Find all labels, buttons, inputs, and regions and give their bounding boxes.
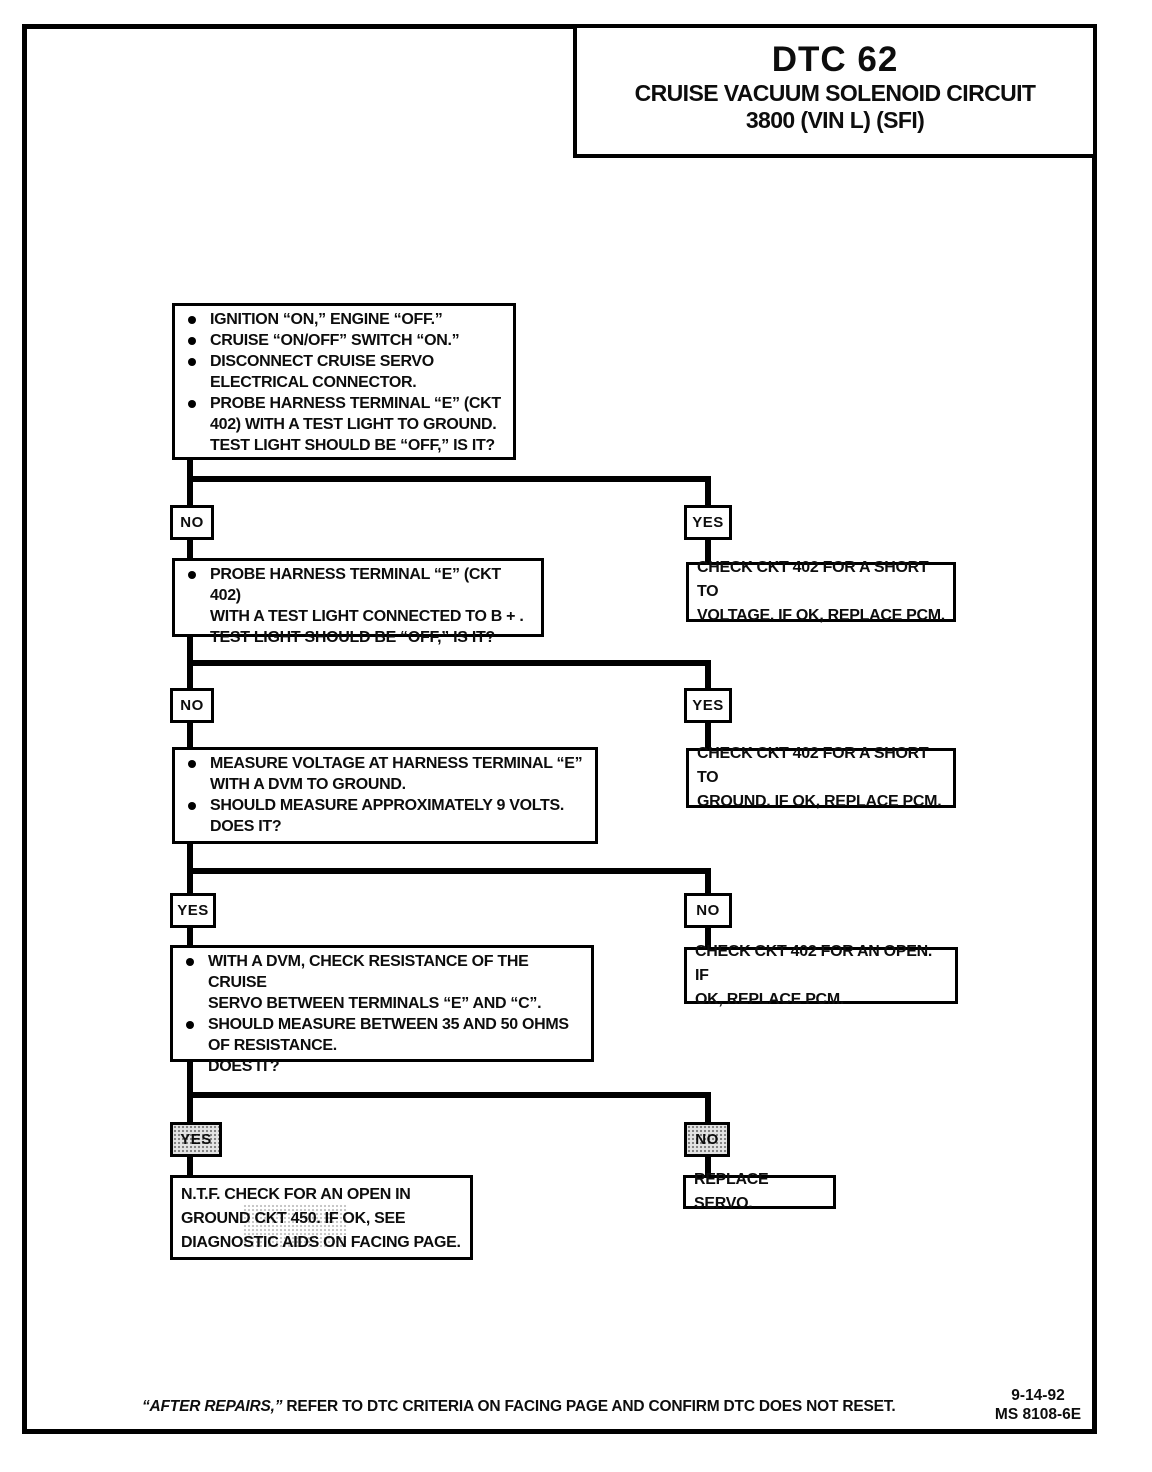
branch3-no-label: NO xyxy=(684,893,732,928)
connector-line xyxy=(187,1098,193,1122)
connector-line xyxy=(187,1092,711,1098)
dtc-code: DTC 62 xyxy=(771,40,899,79)
page-border xyxy=(22,24,1097,1434)
footer-note-rest: REFER TO DTC CRITERIA ON FACING PAGE AND… xyxy=(282,1398,896,1415)
connector-line xyxy=(705,928,711,947)
step-text: SHOULD MEASURE BETWEEN 35 AND 50 OHMS OF… xyxy=(208,1016,569,1075)
footer-code-block: 9-14-92 MS 8108-6E xyxy=(982,1386,1094,1424)
bullet-icon xyxy=(188,571,196,579)
result-text: CHECK CKT 402 FOR A SHORT TO VOLTAGE. IF… xyxy=(697,559,945,624)
bullet-icon xyxy=(188,316,196,324)
connector-line xyxy=(187,868,711,874)
step-text: DISCONNECT CRUISE SERVO ELECTRICAL CONNE… xyxy=(210,353,434,391)
branch4-no-label: NO xyxy=(684,1122,730,1157)
connector-line xyxy=(187,635,193,662)
test-light-bplus-box: PROBE HARNESS TERMINAL “E” (CKT 402) WIT… xyxy=(172,558,544,646)
branch3-yes-label: YES xyxy=(170,893,216,928)
short-to-ground-box: CHECK CKT 402 FOR A SHORT TO GROUND. IF … xyxy=(686,745,956,810)
connector-line xyxy=(187,874,193,893)
ntf-result-box: N.T.F. CHECK FOR AN OPEN IN GROUND CKT 4… xyxy=(170,1175,473,1260)
result-text: CHECK CKT 402 FOR A SHORT TO GROUND. IF … xyxy=(697,745,942,810)
step-text: PROBE HARNESS TERMINAL “E” (CKT 402) WIT… xyxy=(210,566,524,646)
bullet-item: WITH A DVM, CHECK RESISTANCE OF THE CRUI… xyxy=(173,951,585,1014)
bullet-icon xyxy=(188,760,196,768)
connector-line xyxy=(187,540,193,558)
connector-line xyxy=(705,723,711,748)
connector-line xyxy=(705,1157,711,1175)
connector-line xyxy=(187,476,711,482)
start-conditions-box: IGNITION “ON,” ENGINE “OFF.” CRUISE “ON/… xyxy=(172,303,516,460)
title-line2: 3800 (VIN L) (SFI) xyxy=(745,107,925,133)
bullet-icon xyxy=(188,400,196,408)
step-text: PROBE HARNESS TERMINAL “E” (CKT 402) WIT… xyxy=(210,395,501,454)
bullet-item: IGNITION “ON,” ENGINE “OFF.” xyxy=(175,309,507,330)
footer-date: 9-14-92 xyxy=(1011,1387,1065,1404)
title-box: DTC 62 CRUISE VACUUM SOLENOID CIRCUIT 38… xyxy=(573,24,1097,158)
footer-doc-id: MS 8108-6E xyxy=(994,1406,1082,1423)
connector-line xyxy=(187,458,193,478)
result-text: REPLACE SERVO. xyxy=(694,1171,769,1212)
bullet-item: CRUISE “ON/OFF” SWITCH “ON.” xyxy=(175,330,507,351)
step-text: SHOULD MEASURE APPROXIMATELY 9 VOLTS. DO… xyxy=(210,797,564,835)
bullet-item: PROBE HARNESS TERMINAL “E” (CKT 402) WIT… xyxy=(175,564,535,648)
connector-line xyxy=(705,874,711,893)
branch4-yes-label: YES xyxy=(170,1122,222,1157)
branch2-no-label: NO xyxy=(170,688,214,723)
step-text: IGNITION “ON,” ENGINE “OFF.” xyxy=(210,311,443,328)
branch2-yes-label: YES xyxy=(684,688,732,723)
bullet-item: PROBE HARNESS TERMINAL “E” (CKT 402) WIT… xyxy=(175,393,507,456)
branch1-no-label: NO xyxy=(170,505,214,540)
replace-servo-box: REPLACE SERVO. xyxy=(683,1171,836,1212)
connector-line xyxy=(187,1157,193,1175)
bullet-icon xyxy=(188,802,196,810)
bullet-item: SHOULD MEASURE BETWEEN 35 AND 50 OHMS OF… xyxy=(173,1014,585,1077)
open-circuit-box: CHECK CKT 402 FOR AN OPEN. IF OK, REPLAC… xyxy=(684,943,958,1008)
step-text: MEASURE VOLTAGE AT HARNESS TERMINAL “E” … xyxy=(210,755,583,793)
connector-line xyxy=(187,666,193,688)
connector-line xyxy=(705,482,711,505)
bullet-icon xyxy=(188,337,196,345)
bullet-item: DISCONNECT CRUISE SERVO ELECTRICAL CONNE… xyxy=(175,351,507,393)
connector-line xyxy=(187,723,193,747)
connector-line xyxy=(187,660,711,666)
bullet-icon xyxy=(186,958,194,966)
connector-line xyxy=(705,540,711,562)
result-text: CHECK CKT 402 FOR AN OPEN. IF OK, REPLAC… xyxy=(695,942,932,1008)
bullet-item: MEASURE VOLTAGE AT HARNESS TERMINAL “E” … xyxy=(175,753,589,795)
short-to-voltage-box: CHECK CKT 402 FOR A SHORT TO VOLTAGE. IF… xyxy=(686,559,956,624)
branch1-yes-label: YES xyxy=(684,505,732,540)
bullet-item: SHOULD MEASURE APPROXIMATELY 9 VOLTS. DO… xyxy=(175,795,589,837)
title-line1: CRUISE VACUUM SOLENOID CIRCUIT xyxy=(634,80,1036,106)
halftone-artifact xyxy=(243,1204,347,1248)
bullet-icon xyxy=(186,1021,194,1029)
result-text: N.T.F. CHECK FOR AN OPEN IN GROUND CKT 4… xyxy=(181,1186,461,1251)
connector-line xyxy=(705,666,711,688)
resistance-check-box: WITH A DVM, CHECK RESISTANCE OF THE CRUI… xyxy=(170,945,594,1075)
voltage-measure-box: MEASURE VOLTAGE AT HARNESS TERMINAL “E” … xyxy=(172,747,598,844)
connector-line xyxy=(187,842,193,870)
step-text: WITH A DVM, CHECK RESISTANCE OF THE CRUI… xyxy=(208,953,542,1012)
bullet-icon xyxy=(188,358,196,366)
connector-line xyxy=(187,482,193,505)
connector-line xyxy=(187,1060,193,1094)
footer-note-lead: “AFTER REPAIRS,” xyxy=(142,1398,283,1415)
footer-note: “AFTER REPAIRS,” REFER TO DTC CRITERIA O… xyxy=(142,1398,896,1416)
step-text: CRUISE “ON/OFF” SWITCH “ON.” xyxy=(210,332,460,349)
connector-line xyxy=(705,1098,711,1122)
connector-line xyxy=(187,928,193,945)
